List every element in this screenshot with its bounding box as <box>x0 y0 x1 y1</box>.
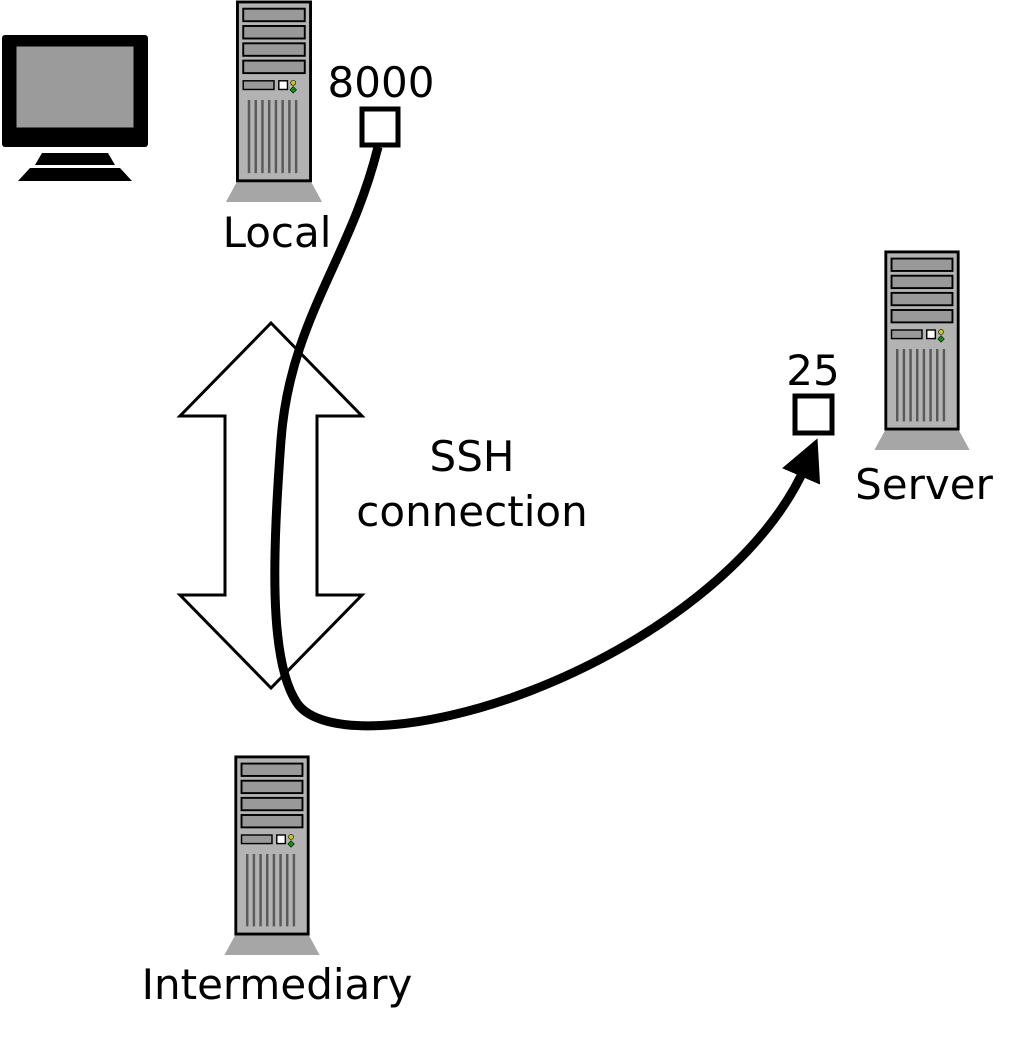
ssh-connection-label: SSH connection <box>322 430 622 539</box>
port-8000-label: 8000 <box>327 58 435 107</box>
ssh-connection-label-line2: connection <box>356 486 588 536</box>
crt-monitor-icon <box>0 35 150 183</box>
label-intermediary: Intermediary <box>141 960 413 1009</box>
port-25-label: 25 <box>786 346 840 395</box>
ssh-double-arrow <box>176 320 366 691</box>
label-local: Local <box>222 208 332 257</box>
tunnel-curve <box>270 145 821 731</box>
server-computer-tower-icon <box>872 250 972 450</box>
port-25-box <box>792 393 835 436</box>
port-8000-box <box>359 106 401 148</box>
intermediary-computer-tower-icon <box>222 755 322 955</box>
ssh-connection-label-line1: SSH <box>429 432 515 481</box>
label-server: Server <box>855 460 993 509</box>
